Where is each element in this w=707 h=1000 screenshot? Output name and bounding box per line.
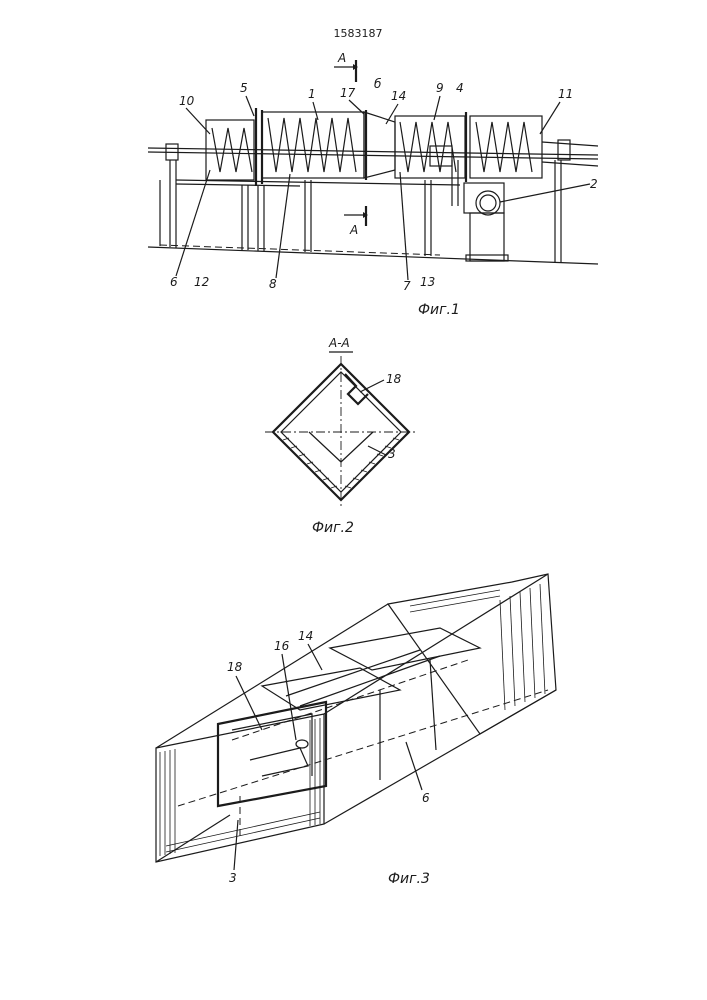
label-3: 3 <box>388 447 396 461</box>
label-18: 18 <box>386 372 402 386</box>
fig3-label-16: 16 <box>274 639 290 653</box>
label-5: 5 <box>240 81 248 95</box>
front-end-face <box>156 714 324 862</box>
label-11: 11 <box>558 87 573 101</box>
label-12: 12 <box>194 275 209 289</box>
fig1-caption: Фиг.1 <box>418 302 460 318</box>
fig3-label-18: 18 <box>227 660 243 674</box>
fig2-caption: Фиг.2 <box>312 520 354 536</box>
label-4: 4 <box>456 81 464 95</box>
patent-number: 1583187 <box>334 27 383 40</box>
fig3-label-6: 6 <box>422 791 430 805</box>
ground-line <box>148 247 598 264</box>
label-7: 7 <box>403 279 411 293</box>
figure-2: А-А 18 3 <box>265 336 417 536</box>
fig3-label-3: 3 <box>229 871 237 885</box>
spiral-right <box>476 122 532 172</box>
conical-transition-14 <box>364 112 395 178</box>
label-10: 10 <box>179 94 195 108</box>
label-8: 8 <box>269 277 277 291</box>
fig2-section-title: А-А <box>328 336 350 350</box>
fig3-label-14: 14 <box>298 629 313 643</box>
figure-3: 14 16 18 3 6 Фиг.3 <box>156 574 556 887</box>
label-2: 2 <box>590 177 598 191</box>
spiral-1 <box>268 118 356 172</box>
fig3-caption: Фиг.3 <box>388 871 430 887</box>
label-9: 9 <box>436 81 444 95</box>
spiral-7 <box>400 122 456 172</box>
label-b: б <box>374 77 382 91</box>
label-6: 6 <box>170 275 178 289</box>
label-13: 13 <box>420 275 435 289</box>
label-17: 17 <box>340 86 356 100</box>
label-1: 1 <box>308 87 316 101</box>
figure-1: А А 10 5 1 17 б 14 9 4 11 2 6 12 8 7 13 … <box>148 51 598 318</box>
section-mark-label-bottom: А <box>349 223 358 237</box>
section-mark-label-top: А <box>337 51 346 65</box>
motor-base <box>470 213 504 261</box>
label-14: 14 <box>391 89 406 103</box>
